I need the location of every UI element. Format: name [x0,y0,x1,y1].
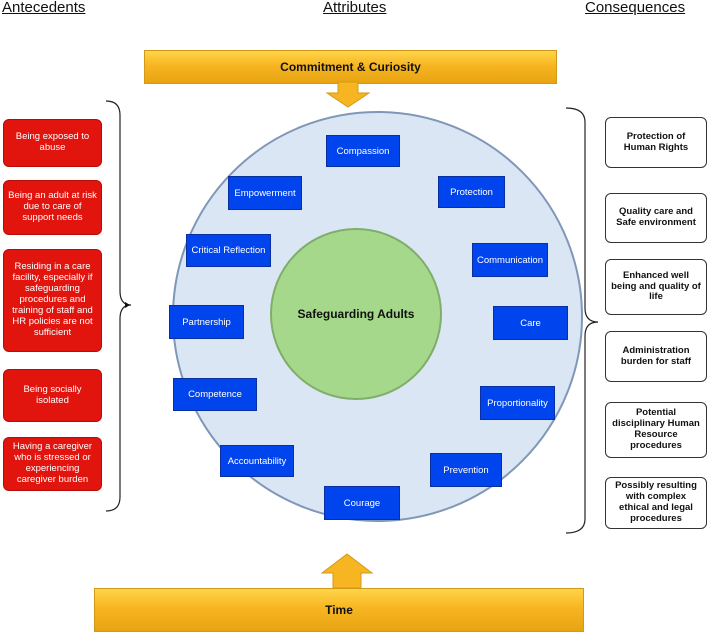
attribute-prevention: Prevention [430,453,502,487]
time-bar: Time [94,588,584,632]
antecedent-adult-at-risk: Being an adult at risk due to care of su… [3,180,102,235]
antecedents-heading: Antecedents [2,0,86,16]
antecedent-socially-isolated: Being socially isolated [3,369,102,422]
consequence-disciplinary-hr: Potential disciplinary Human Resource pr… [605,402,707,458]
attribute-protection: Protection [438,176,505,208]
down-arrow-icon [325,81,371,108]
antecedents-brace-icon [105,100,132,512]
consequences-brace-icon [565,107,599,534]
attribute-proportionality: Proportionality [480,386,555,420]
consequences-heading: Consequences [585,0,686,16]
attribute-partnership: Partnership [169,305,244,339]
attribute-accountability: Accountability [220,445,294,477]
antecedent-residing-care-facility: Residing in a care facility, especially … [3,249,102,352]
antecedent-caregiver-stressed: Having a caregiver who is stressed or ex… [3,437,102,491]
up-arrow-icon [320,553,374,589]
consequence-human-rights: Protection of Human Rights [605,117,707,168]
attribute-courage: Courage [324,486,400,520]
attribute-compassion: Compassion [326,135,400,167]
consequence-quality-care: Quality care and Safe environment [605,193,707,243]
consequence-administration-burden: Administration burden for staff [605,331,707,382]
consequence-complex-procedures: Possibly resulting with complex ethical … [605,477,707,529]
attribute-communication: Communication [472,243,548,277]
antecedent-exposed-to-abuse: Being exposed to abuse [3,119,102,167]
commitment-curiosity-bar: Commitment & Curiosity [144,50,557,84]
safeguarding-adults-circle: Safeguarding Adults [270,228,442,400]
attribute-empowerment: Empowerment [228,176,302,210]
consequence-enhanced-wellbeing: Enhanced well being and quality of life [605,259,707,315]
attribute-critical-reflection: Critical Reflection [186,234,271,267]
brace-tip-left-icon [125,302,130,308]
attribute-care: Care [493,306,568,340]
attribute-competence: Competence [173,378,257,411]
attributes-heading: Attributes [323,0,387,16]
